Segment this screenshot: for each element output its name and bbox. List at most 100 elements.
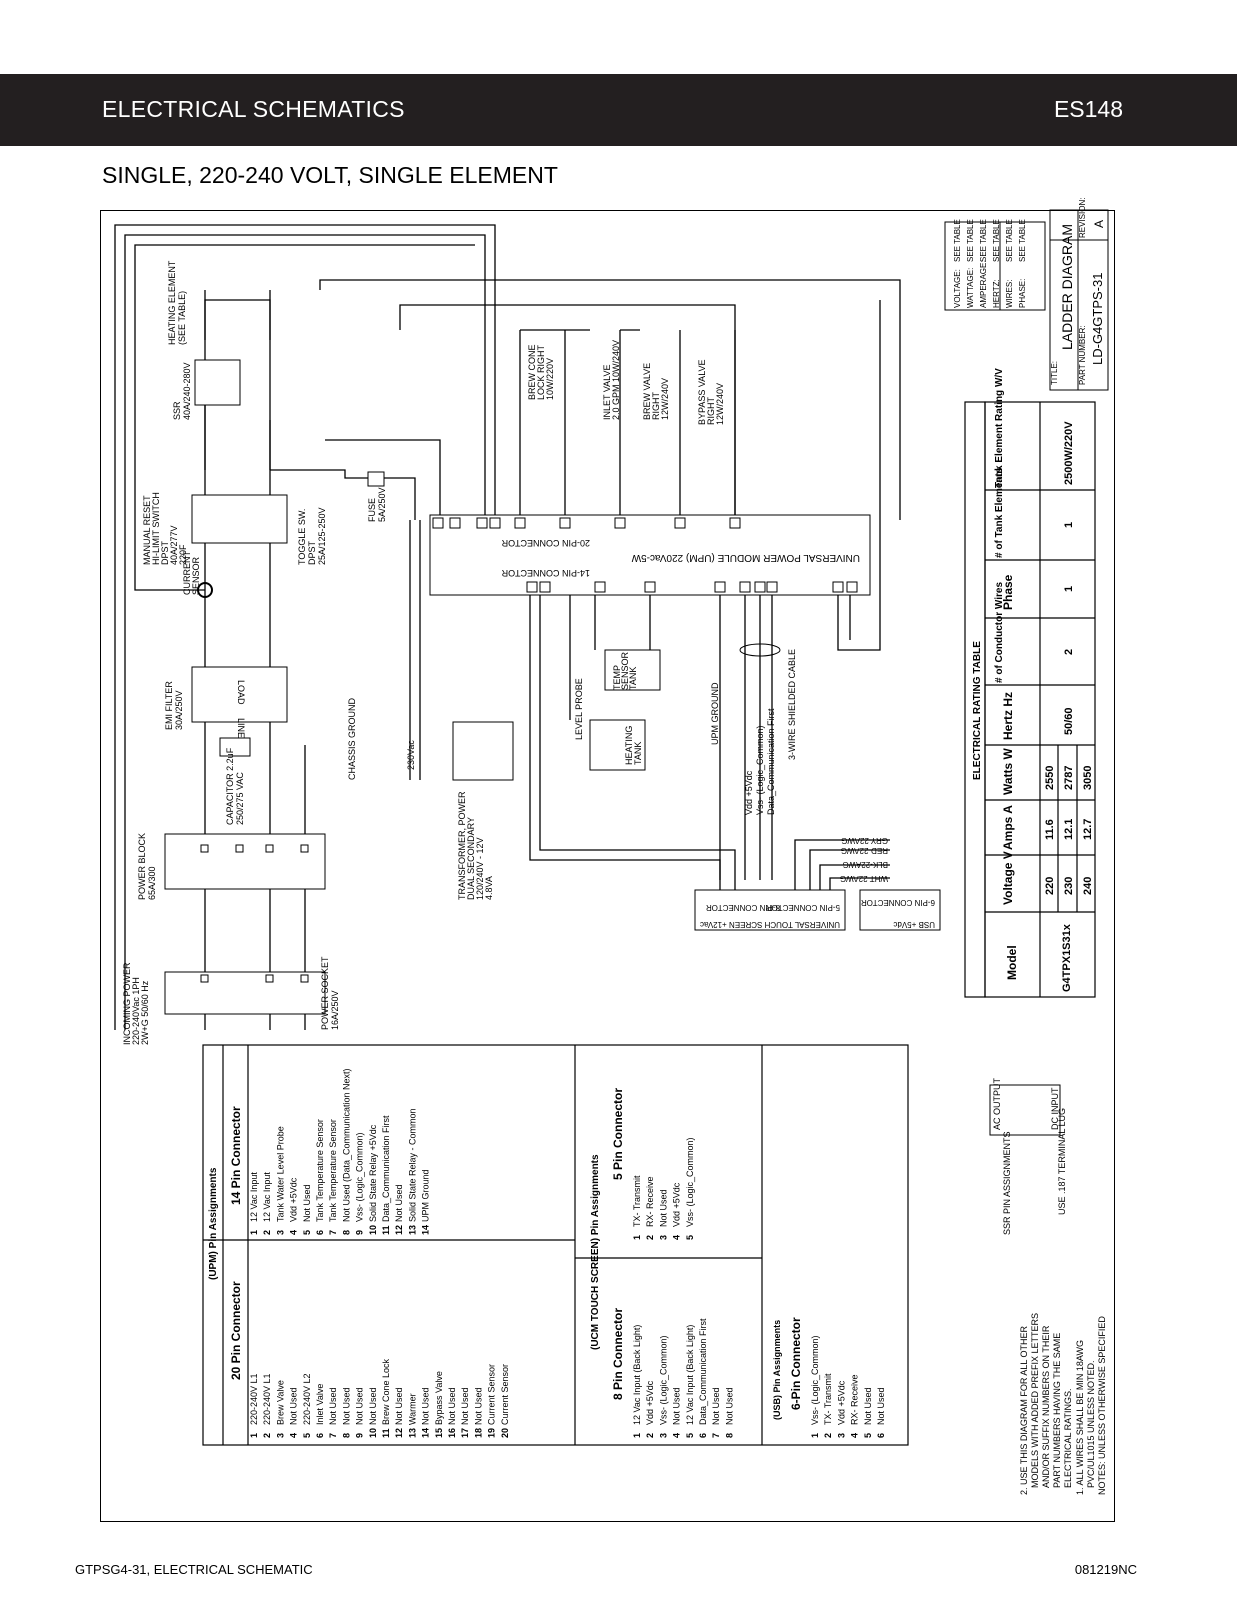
ucm-5pin-num-3: 3: [658, 1235, 668, 1240]
ucm-8pin-7: Not Used: [711, 1387, 721, 1425]
ucm-8pin-5: 12 Vac Input (Back Light): [685, 1325, 695, 1425]
shielded-cable-label: 3-WIRE SHIELDED CABLE: [787, 649, 797, 760]
note-2c: AND/OR SUFFIX NUMBERS ON THEIR: [1041, 1325, 1051, 1488]
upm-20pin-num-14: 14: [421, 1428, 431, 1438]
upm-14pin-num-11: 11: [381, 1225, 391, 1235]
usb-pin-3: Vdd +5Vdc: [836, 1380, 846, 1425]
emi-filter-label: EMI FILTER30A/250V: [164, 681, 184, 730]
upm-14pin-num-13: 13: [407, 1225, 417, 1235]
upm-14pin-num-1: 1: [249, 1230, 259, 1235]
rating-hertz: 50/60: [1063, 707, 1075, 735]
schematic-frame: [100, 210, 1115, 1522]
power-block: [164, 833, 326, 890]
rating-head-phase: Phase: [1001, 574, 1015, 610]
rating-head-voltage: Voltage V: [1001, 851, 1015, 905]
upm-20pin-14: Not Used: [421, 1387, 431, 1425]
upm-14pin-num-8: 8: [341, 1230, 351, 1235]
transformer: [452, 721, 514, 781]
spec-see-table-6: SEE TABLE: [1018, 219, 1027, 262]
upm-14pin-14: UPM Ground: [421, 1169, 431, 1222]
usb-pins-title: (USB) Pin Assignments: [772, 1320, 782, 1420]
footer-left: GTPSG4-31, ELECTRICAL SCHEMATIC: [75, 1562, 313, 1577]
emi-filter: [191, 666, 288, 723]
shielded-cable: [739, 643, 781, 657]
usb-pin-num-1: 1: [810, 1433, 820, 1438]
ucm-8pin-2: Vdd +5Vdc: [645, 1380, 655, 1425]
upm-20pin-12: Not Used: [394, 1387, 404, 1425]
rating-elements: 1: [1063, 522, 1075, 528]
upm-14pin-11: Data_Communication First: [381, 1115, 391, 1222]
note-2d: PART NUMBERS HAVING THE SAME: [1052, 1333, 1062, 1488]
emi-load-label: LOAD: [236, 680, 246, 705]
transformer-label: TRANSFORMER, POWERDUAL SECONDARY120/240V…: [457, 791, 494, 900]
upm-20pin-18: Not Used: [473, 1387, 483, 1425]
usb-pin-num-2: 2: [823, 1433, 833, 1438]
rating-amps-1: 11.6: [1044, 819, 1056, 840]
rating-head-element-rating: Tank Element Rating W/V: [994, 368, 1005, 488]
ucm-8pin-num-8: 8: [724, 1433, 734, 1438]
document-code: ES148: [1053, 96, 1123, 122]
notes-title: NOTES: UNLESS OTHERWISE SPECIFIED: [1097, 1316, 1107, 1495]
wiring: [114, 224, 901, 1030]
rating-head-amps: Amps A: [1001, 805, 1015, 850]
chassis-ground-label: CHASSIS GROUND: [347, 697, 357, 780]
upm-14pin-12: Not Used: [394, 1184, 404, 1222]
part-number: LD-G4GTPS-31: [1090, 273, 1105, 365]
spec-phase: PHASE:: [1018, 279, 1027, 308]
heating-tank-label: HEATINGTANK: [624, 726, 643, 765]
upm-20pin-3: Brew Valve: [275, 1380, 285, 1425]
upm-20pin-num-9: 9: [355, 1433, 365, 1438]
upm-14pin-num-7: 7: [328, 1230, 338, 1235]
rating-table-grid: [964, 401, 1096, 998]
rating-voltage-2: 230: [1063, 877, 1075, 895]
spec-see-table-5: SEE TABLE: [1005, 219, 1014, 262]
conn8-label: 8-PIN CONNECTOR: [706, 903, 780, 912]
rating-amps-3: 12.7: [1082, 819, 1094, 840]
upm-14pin-8: Not Used (Data_Communication Next): [341, 1068, 351, 1222]
upm-14pin-9: Vss- (Logic_Common): [355, 1132, 365, 1222]
pin-tables-grid: [202, 1044, 909, 1446]
usb-pin-num-5: 5: [863, 1433, 873, 1438]
upm-20pin-num-8: 8: [341, 1433, 351, 1438]
level-probe-label: LEVEL PROBE: [574, 678, 584, 740]
power-socket-label: POWER SOCKET16A/250V: [320, 956, 340, 1030]
usb-wire-wht: WHT-22AWG: [840, 874, 888, 883]
upm-20pin-4: Not Used: [289, 1387, 299, 1425]
upm-14pin-num-3: 3: [275, 1230, 285, 1235]
ssr-lug: USE .187 TERMINAL LUG: [1057, 1108, 1067, 1215]
ucm-8pin-3: Vss- (Logic_Common): [658, 1335, 668, 1425]
upm-14pin-num-2: 2: [262, 1230, 272, 1235]
upm-20pin-num-19: 19: [487, 1428, 497, 1438]
upm-14pin-num-4: 4: [289, 1230, 299, 1235]
note-2a: 2. USE THIS DIAGRAM FOR ALL OTHER: [1019, 1325, 1029, 1495]
spec-voltage: VOLTAGE:: [953, 269, 962, 308]
heating-tank: [589, 719, 646, 771]
upm-14pin-num-9: 9: [355, 1230, 365, 1235]
capacitor: [219, 737, 251, 757]
upm-20pin-6: Inlet Valve: [315, 1384, 325, 1425]
ssr-dc-input: DC INPUT: [1050, 1087, 1060, 1130]
upm-14pin-7: Tank Temperature Sensor: [328, 1119, 338, 1222]
rating-table-caption: ELECTRICAL RATING TABLE: [972, 641, 983, 780]
upm-14pin-num-12: 12: [394, 1225, 404, 1235]
ssr-ac-output: AC OUTPUT: [992, 1077, 1002, 1130]
hi-limit-label: MANUAL RESETHI-LIMIT SWITCHDPST40A/277V2…: [142, 492, 188, 565]
power-block-label: POWER BLOCK65A/300: [137, 833, 157, 900]
usb-pin-5: Not Used: [863, 1387, 873, 1425]
usb-pin-6: Not Used: [876, 1387, 886, 1425]
rating-amps-2: 12.1: [1063, 819, 1075, 840]
rating-voltage-3: 240: [1082, 877, 1094, 895]
spec-wattage: WATTAGE:: [966, 268, 975, 308]
spec-see-table-1: SEE TABLE: [953, 219, 962, 262]
spec-see-table-3: SEE TABLE: [979, 219, 988, 262]
upm-14pin-6: Tank Temperature Sensor: [315, 1119, 325, 1222]
ucm-8pin-4: Not Used: [672, 1387, 682, 1425]
upm-20pin-num-11: 11: [381, 1428, 391, 1438]
capacitor-label: CAPACITOR 2.2uF250/275 VAC: [225, 747, 245, 825]
rating-watts-1: 2550: [1044, 766, 1056, 790]
upm-20pin-num-12: 12: [394, 1428, 404, 1438]
ucm-8pin-8: Not Used: [724, 1387, 734, 1425]
brew-valve-label: BREW VALVERIGHT12W/240V: [642, 363, 670, 420]
upm-20pin-num-17: 17: [460, 1428, 470, 1438]
